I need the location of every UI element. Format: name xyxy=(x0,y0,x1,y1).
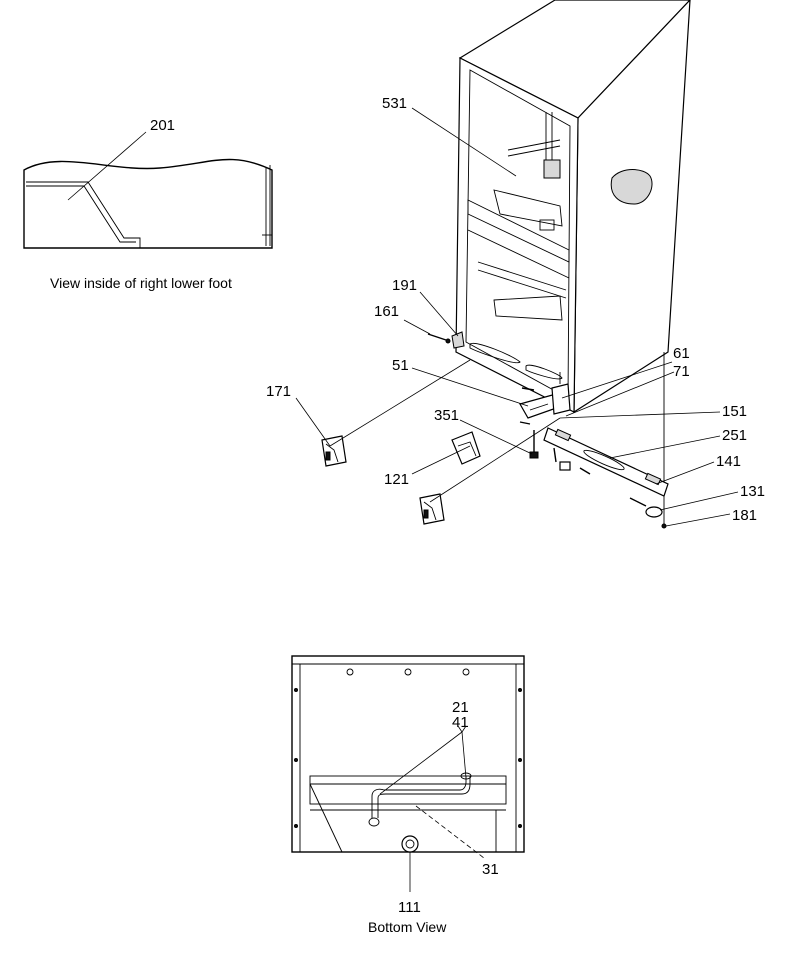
callout-71: 71 xyxy=(673,363,690,380)
callout-141: 141 xyxy=(716,453,741,470)
main-callouts: 531 191 161 51 171 61 71 351 151 251 121… xyxy=(266,95,765,524)
inset-foot-view: 201 View inside of right lower foot xyxy=(23,117,273,291)
callout-41: 41 xyxy=(452,714,469,731)
callout-31: 31 xyxy=(482,861,499,878)
callout-61: 61 xyxy=(673,345,690,362)
callout-161: 161 xyxy=(374,303,399,320)
callout-171: 171 xyxy=(266,383,291,400)
callout-191: 191 xyxy=(392,277,417,294)
callout-201: 201 xyxy=(150,117,175,134)
callout-121: 121 xyxy=(384,471,409,488)
callout-151: 151 xyxy=(722,403,747,420)
callout-251: 251 xyxy=(722,427,747,444)
callout-131: 131 xyxy=(740,483,765,500)
callout-21: 21 xyxy=(452,699,469,716)
callout-531: 531 xyxy=(382,95,407,112)
callout-51: 51 xyxy=(392,357,409,374)
leader-lines xyxy=(295,107,739,527)
bottom-view-caption: Bottom View xyxy=(368,919,447,935)
inset-caption: View inside of right lower foot xyxy=(50,275,232,291)
parts xyxy=(321,331,669,529)
callout-181: 181 xyxy=(732,507,757,524)
bottom-view: 21 41 31 111 Bottom View xyxy=(291,655,525,935)
callout-351: 351 xyxy=(434,407,459,424)
callout-111: 111 xyxy=(398,899,421,916)
refrigerator-cabinet xyxy=(455,0,691,524)
